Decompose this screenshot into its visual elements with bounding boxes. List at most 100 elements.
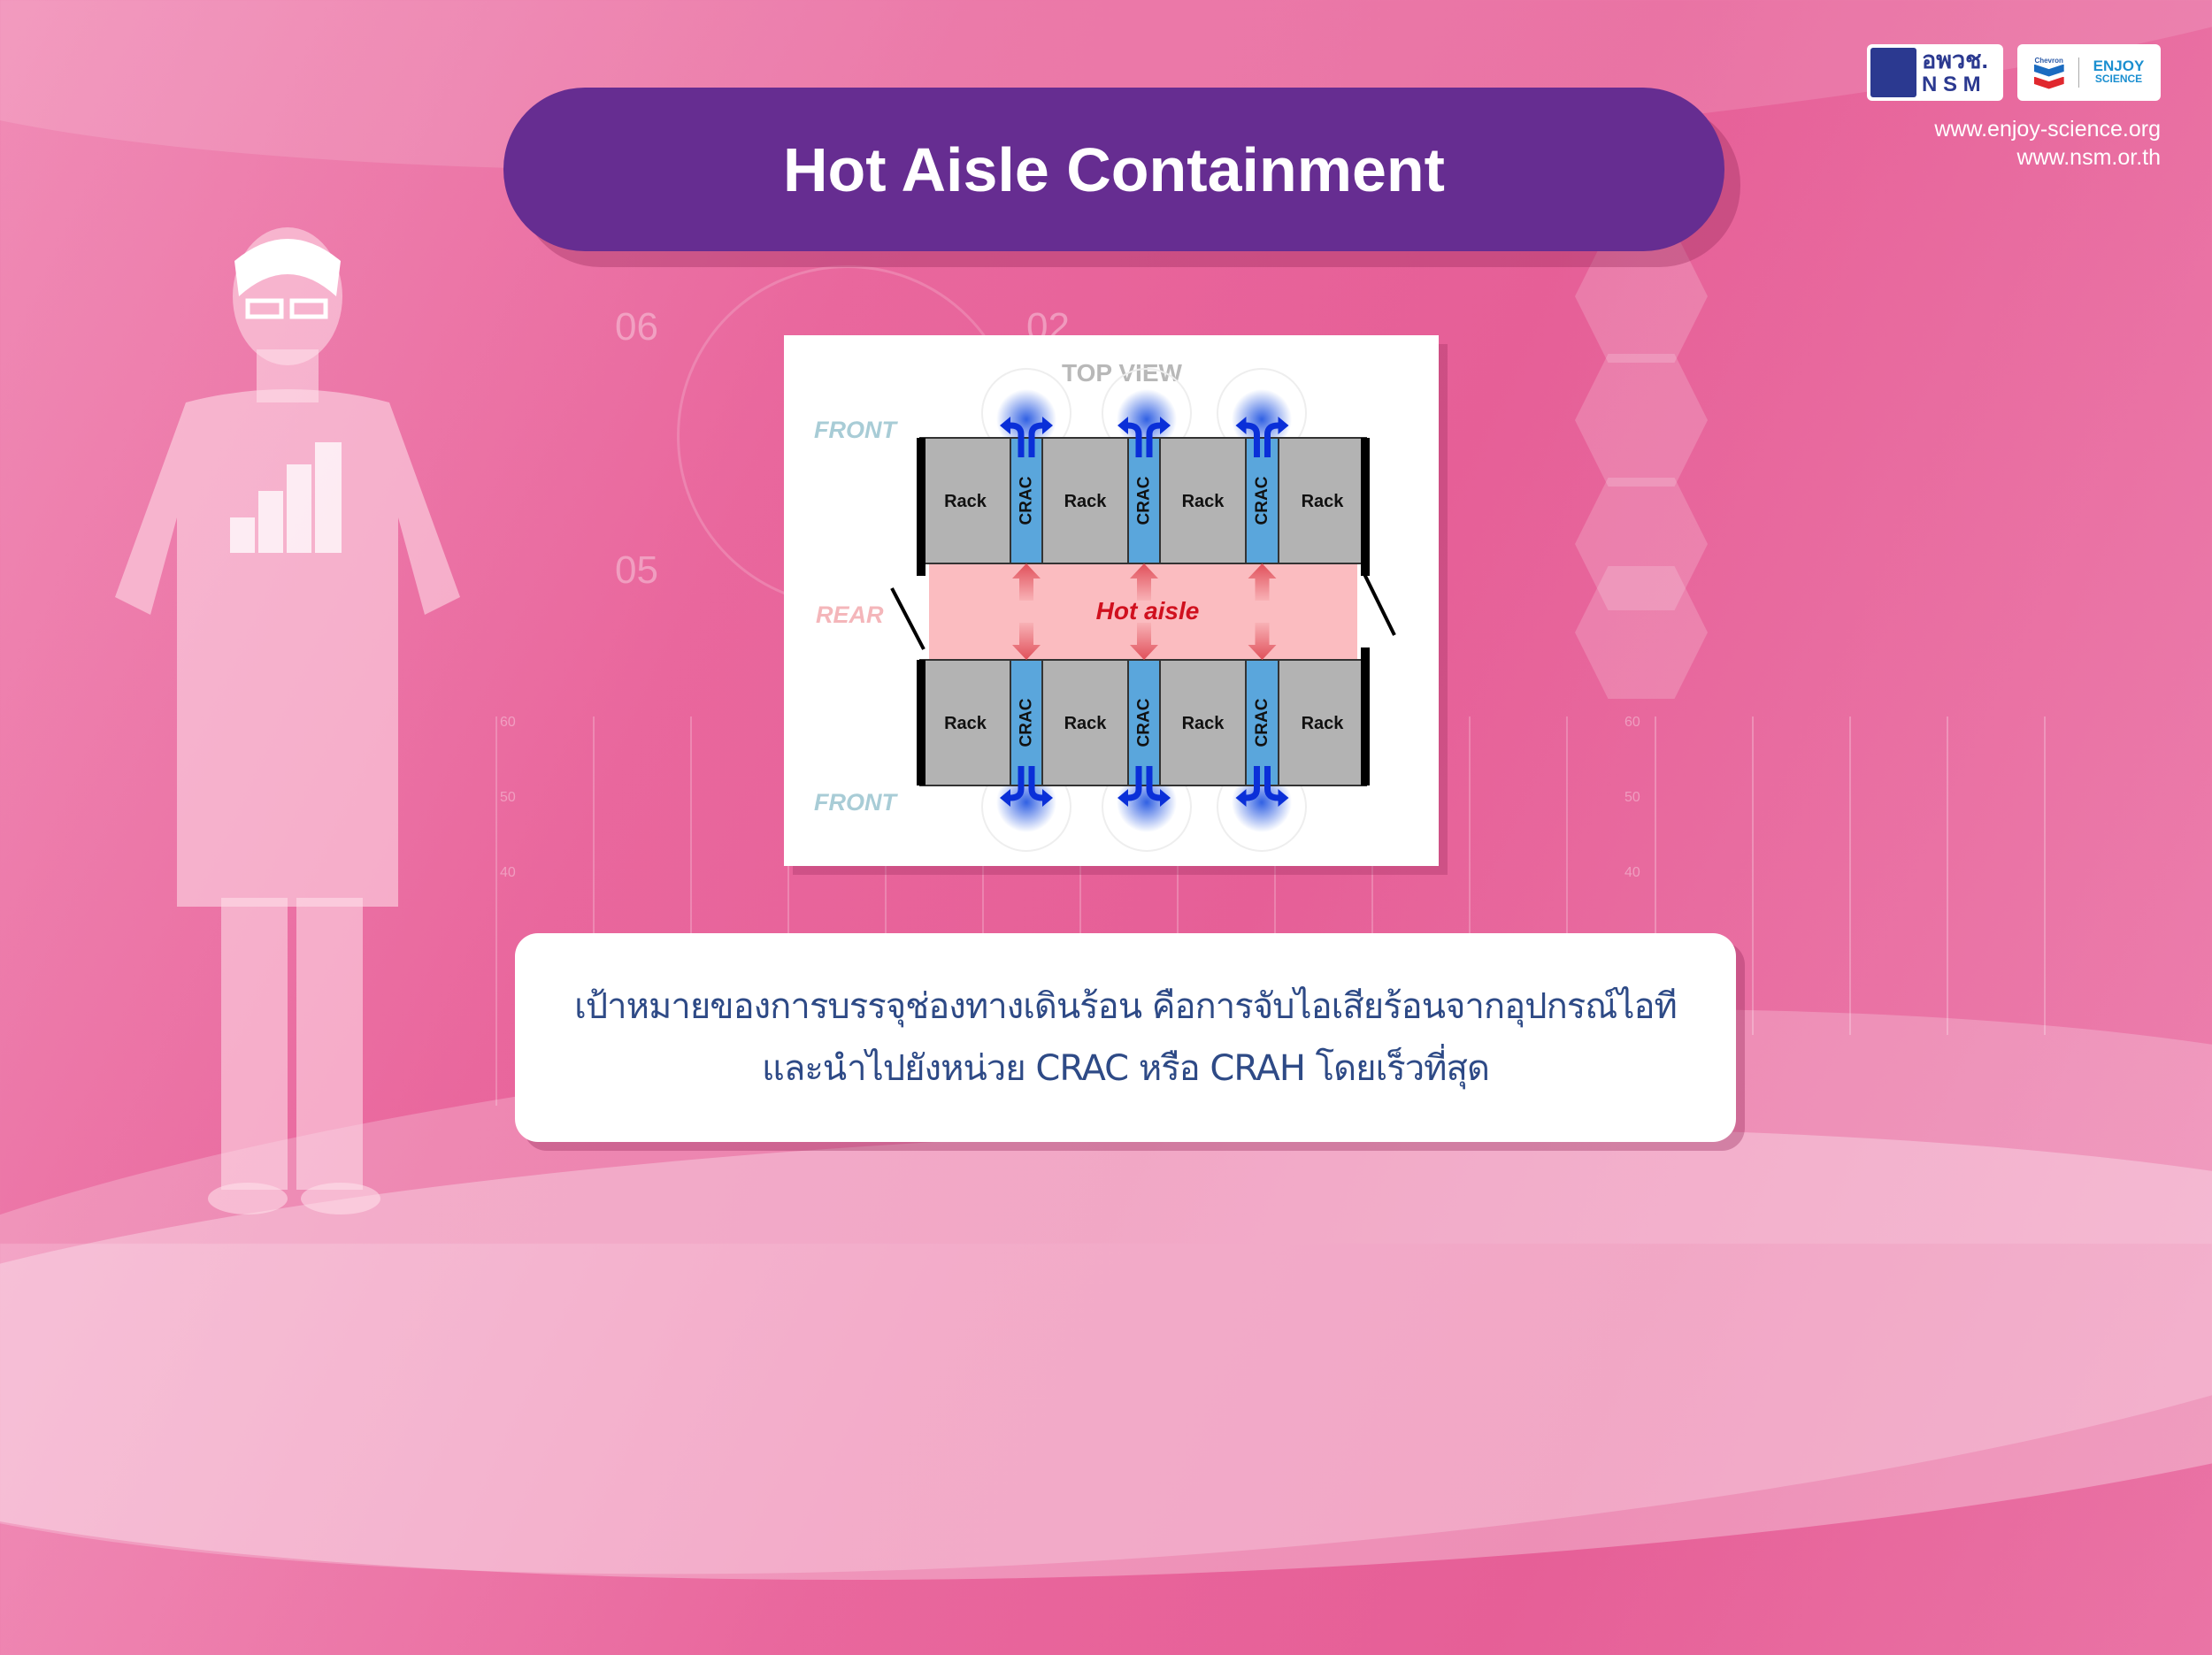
arrow-head bbox=[1235, 789, 1247, 807]
science-text: SCIENCE bbox=[2094, 73, 2143, 85]
aisle-door-left bbox=[890, 587, 926, 650]
hot-air-arrow bbox=[1130, 623, 1158, 660]
title-banner: Hot Aisle Containment bbox=[503, 88, 1724, 251]
rack-unit bbox=[1041, 659, 1129, 786]
rack-label: Rack bbox=[1064, 492, 1108, 511]
background-hexagon bbox=[1575, 354, 1708, 487]
cold-air-arrow bbox=[1010, 766, 1025, 801]
cold-air-arrow bbox=[1028, 422, 1043, 457]
arrow-head bbox=[1118, 417, 1128, 434]
hot-air-arrow bbox=[1248, 563, 1277, 601]
rack-unit bbox=[1159, 437, 1247, 564]
arrow-head bbox=[1000, 789, 1010, 807]
background-tick: 40 bbox=[1624, 865, 1640, 880]
cold-air-glow bbox=[1117, 389, 1177, 449]
cold-air-arrow bbox=[1010, 422, 1025, 457]
rack-unit bbox=[1041, 437, 1129, 564]
crac-label: CRAC bbox=[1018, 698, 1036, 747]
hot-air-arrow bbox=[1248, 623, 1277, 660]
background-tick: 40 bbox=[500, 865, 516, 880]
page-title: Hot Aisle Containment bbox=[783, 134, 1445, 204]
rack-label: Rack bbox=[944, 492, 987, 511]
cold-air-glow bbox=[996, 772, 1056, 832]
chevron-icon bbox=[2033, 64, 2064, 77]
arrow-head bbox=[1000, 417, 1010, 434]
rack-unit bbox=[1278, 437, 1367, 564]
row-end-panel bbox=[917, 660, 926, 785]
logo-divider bbox=[2078, 57, 2079, 88]
hot-air-arrow bbox=[1012, 623, 1041, 660]
rack-unit bbox=[1159, 659, 1247, 786]
cold-air-arrow bbox=[1127, 422, 1142, 457]
url-enjoy-science[interactable]: www.enjoy-science.org bbox=[1934, 117, 2161, 142]
cold-air-arrow bbox=[1127, 766, 1142, 801]
cold-air-arrow bbox=[1264, 422, 1279, 457]
nsm-logo: อพวช. N S M bbox=[1867, 44, 2003, 101]
caption-box: เป้าหมายของการบรรจุช่องทางเดินร้อน คือกา… bbox=[515, 933, 1736, 1142]
background-number: 06 bbox=[615, 305, 658, 349]
background-tick: 50 bbox=[1624, 790, 1640, 805]
nsm-logo-en-text: N S M bbox=[1922, 73, 1981, 96]
enjoy-text: ENJOY bbox=[2093, 57, 2145, 74]
row-end-panel bbox=[1361, 647, 1370, 785]
aisle-door-right bbox=[1362, 571, 1396, 636]
crac-label: CRAC bbox=[1253, 476, 1271, 525]
crac-label: CRAC bbox=[1135, 698, 1154, 747]
arrow-head bbox=[1042, 417, 1053, 434]
url-nsm[interactable]: www.nsm.or.th bbox=[2016, 145, 2161, 170]
hot-aisle-label: Hot aisle bbox=[1096, 597, 1200, 624]
top-view-label: TOP VIEW bbox=[1062, 359, 1182, 387]
cold-air-arrow bbox=[1246, 422, 1260, 457]
crac-label: CRAC bbox=[1018, 476, 1036, 525]
rack-label: Rack bbox=[1064, 714, 1108, 733]
rack-label: Rack bbox=[1302, 714, 1345, 733]
hot-air-arrow bbox=[1012, 563, 1041, 601]
cold-air-arrow bbox=[1264, 766, 1279, 801]
arrow-head bbox=[1160, 789, 1171, 807]
cold-air-glow bbox=[1232, 772, 1292, 832]
front-label: FRONT bbox=[814, 417, 898, 443]
cold-air-arrow bbox=[1146, 422, 1161, 457]
rack-label: Rack bbox=[1302, 492, 1345, 511]
cold-air-glow bbox=[996, 389, 1056, 449]
row-end-panel bbox=[917, 438, 926, 576]
scientist-silhouette-illustration bbox=[115, 227, 460, 1214]
rack-label: Rack bbox=[1182, 714, 1225, 733]
background-tick: 50 bbox=[500, 790, 516, 805]
arrow-head bbox=[1160, 417, 1171, 434]
arrow-head bbox=[1235, 417, 1247, 434]
rack-unit bbox=[1278, 659, 1367, 786]
row-end-panel bbox=[1361, 438, 1370, 576]
arrow-head bbox=[1278, 789, 1289, 807]
rack-label: Rack bbox=[1182, 492, 1225, 511]
front-label: FRONT bbox=[814, 789, 898, 816]
rack-label: Rack bbox=[944, 714, 987, 733]
nsm-logo-thai-text: อพวช. bbox=[1922, 47, 1989, 73]
hot-air-arrow bbox=[1130, 563, 1158, 601]
rack-unit bbox=[919, 437, 1011, 564]
background-hexagon bbox=[1575, 478, 1708, 610]
crac-label: CRAC bbox=[1253, 698, 1271, 747]
background-tick: 60 bbox=[1624, 715, 1640, 730]
nsm-atom-icon bbox=[1870, 48, 1916, 97]
arrow-head bbox=[1042, 789, 1053, 807]
cold-air-glow bbox=[1117, 772, 1177, 832]
cold-air-arrow bbox=[1246, 766, 1260, 801]
crac-unit bbox=[1127, 659, 1161, 786]
caption-line: เป้าหมายของการบรรจุช่องทางเดินร้อน คือกา… bbox=[574, 986, 1678, 1027]
crac-unit bbox=[1127, 437, 1161, 564]
arrow-head bbox=[1118, 789, 1128, 807]
crac-label: CRAC bbox=[1135, 476, 1154, 525]
chevron-enjoy-science-logo: Chevron ENJOY SCIENCE bbox=[2017, 44, 2161, 101]
background-hexagon bbox=[1575, 566, 1708, 699]
arrow-head bbox=[1278, 417, 1289, 434]
background-hexagon bbox=[1575, 230, 1708, 363]
cold-air-glow bbox=[1232, 389, 1292, 449]
chevron-icon-red bbox=[2033, 76, 2064, 89]
chevron-text: Chevron bbox=[2034, 56, 2063, 65]
cold-air-arrow bbox=[1146, 766, 1161, 801]
background-number: 05 bbox=[615, 548, 658, 592]
background-tick: 60 bbox=[500, 715, 516, 730]
